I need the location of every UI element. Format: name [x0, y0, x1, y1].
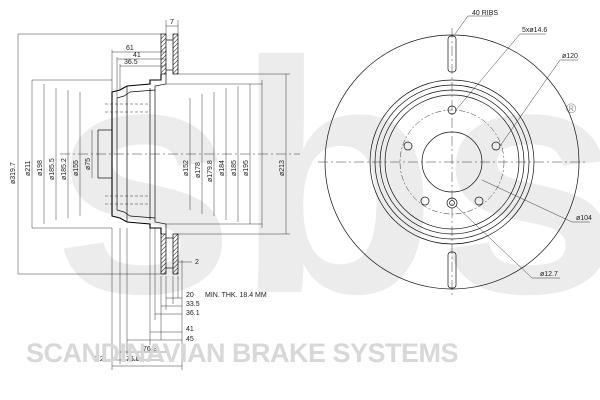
dim-bottom-2: 2: [195, 259, 199, 266]
section-view: ø319.7 ø211 ø198 ø185.5 ø185.2 ø155 ø75 …: [10, 19, 300, 370]
sbs-watermark-logo: sbs: [52, 0, 600, 362]
bolt-hole-3: [474, 196, 484, 206]
label-d104: ø104: [576, 215, 592, 222]
watermark-logo-text: sbs: [52, 0, 600, 362]
label-d12-7: ø12.7: [540, 271, 558, 278]
label-40-ribs: 40 RIBS: [472, 10, 498, 17]
dim-top-41: 41: [133, 52, 141, 59]
front-view: 40 RIBS 5xø14.6 ø120 ø104 ø12.7: [318, 10, 592, 296]
rotor-ring-outer-top: [172, 33, 179, 75]
dim-bottom-41: 41: [186, 326, 194, 333]
rotor-ring-inner-top: [160, 33, 167, 75]
dim-top-61: 61: [126, 45, 134, 52]
bolt-hole-5: [403, 141, 413, 151]
dim-d184: ø184: [219, 160, 226, 176]
dim-bottom-45: 45: [186, 336, 194, 343]
dim-bottom-33-5: 33.5: [186, 301, 200, 308]
dim-d155: ø155: [73, 160, 80, 176]
rotor-hat-inner-profile: [116, 74, 167, 234]
dim-d152: ø152: [183, 160, 190, 176]
cooling-rib-bottom: [447, 251, 457, 289]
rotor-ring-outer-bottom: [172, 233, 179, 275]
bolt-holes: [403, 105, 501, 209]
locating-hole: [446, 197, 458, 209]
dim-d179-8: ø179.8: [207, 160, 214, 182]
dim-d75: ø75: [85, 158, 92, 170]
min-thickness-note: MIN. THK. 18.4 MM: [205, 292, 267, 299]
dim-d211: ø211: [25, 160, 32, 176]
dim-top-36-5: 36.5: [124, 59, 138, 66]
dim-d195: ø195: [243, 160, 250, 176]
dim-d319-7: ø319.7: [10, 162, 17, 184]
dim-d198: ø198: [37, 160, 44, 176]
rotor-hat-outer-profile: [111, 74, 162, 234]
label-d120: ø120: [562, 53, 578, 60]
cooling-rib-top: [447, 35, 457, 73]
dim-d185: ø185: [231, 160, 238, 176]
dim-bottom-76-8: 76.8: [126, 356, 140, 363]
dim-d213: ø213: [279, 160, 286, 176]
dim-bottom-76-2: 76.2: [143, 346, 157, 353]
dim-d185-2: ø185.2: [61, 158, 68, 180]
dim-d178: ø178: [195, 162, 202, 178]
dim-bottom-36-1: 36.1: [186, 310, 200, 317]
dim-d185-5: ø185.5: [49, 158, 56, 180]
label-bolt-holes: 5xø14.6: [522, 27, 547, 34]
bolt-hole-4: [420, 196, 430, 206]
rotor-ring-inner-bottom: [160, 233, 167, 275]
dim-bottom-7-2: 7.2: [94, 356, 104, 363]
registered-mark: ®: [566, 100, 577, 116]
dim-top-7: 7: [170, 19, 174, 26]
dim-bottom-20: 20: [186, 292, 194, 299]
brand-tagline: SCANDINAVIAN BRAKE SYSTEMS: [26, 338, 458, 368]
